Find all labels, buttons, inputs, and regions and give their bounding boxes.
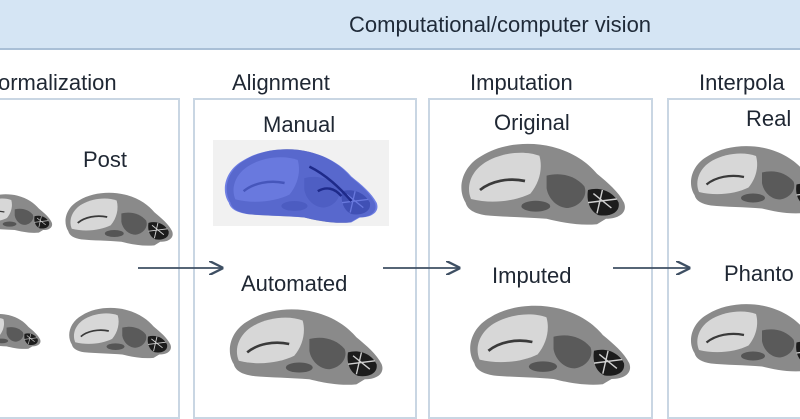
arrow-alignment-to-imputation — [383, 260, 463, 276]
stage-title-interpolation: Interpola — [699, 70, 785, 95]
arrow-imputation-to-interpolation — [613, 260, 693, 276]
brain-scan-phantom — [684, 292, 800, 378]
brain-scan-pre-top — [0, 176, 56, 248]
label-manual: Manual — [263, 112, 336, 137]
label-original: Original — [494, 110, 570, 135]
label-post: Post — [83, 147, 128, 172]
panel-normalization — [0, 98, 180, 419]
brain-scan-post-top — [60, 180, 178, 254]
brain-scan-original — [441, 136, 645, 226]
brain-scan-automated — [218, 302, 394, 386]
label-real: Real — [746, 106, 792, 131]
stage-title-imputation: Imputation — [470, 70, 573, 95]
computer-vision-banner: Computational/computer vision — [0, 0, 800, 50]
label-phantom: Phanto — [724, 261, 794, 286]
brain-scan-real — [684, 134, 800, 220]
label-imputed: Imputed — [492, 263, 572, 288]
label-automated: Automated — [241, 271, 348, 296]
banner-title: Computational/computer vision — [349, 12, 652, 37]
stage-title-normalization: ormalization — [0, 70, 117, 95]
brain-scan-imputed — [455, 298, 645, 386]
arrow-normalization-to-alignment — [138, 260, 226, 276]
brain-scan-post-bottom — [64, 296, 176, 366]
brain-scan-pre-bottom — [0, 296, 44, 364]
brain-scan-manual-overlay — [213, 140, 389, 226]
stage-title-alignment: Alignment — [232, 70, 330, 95]
